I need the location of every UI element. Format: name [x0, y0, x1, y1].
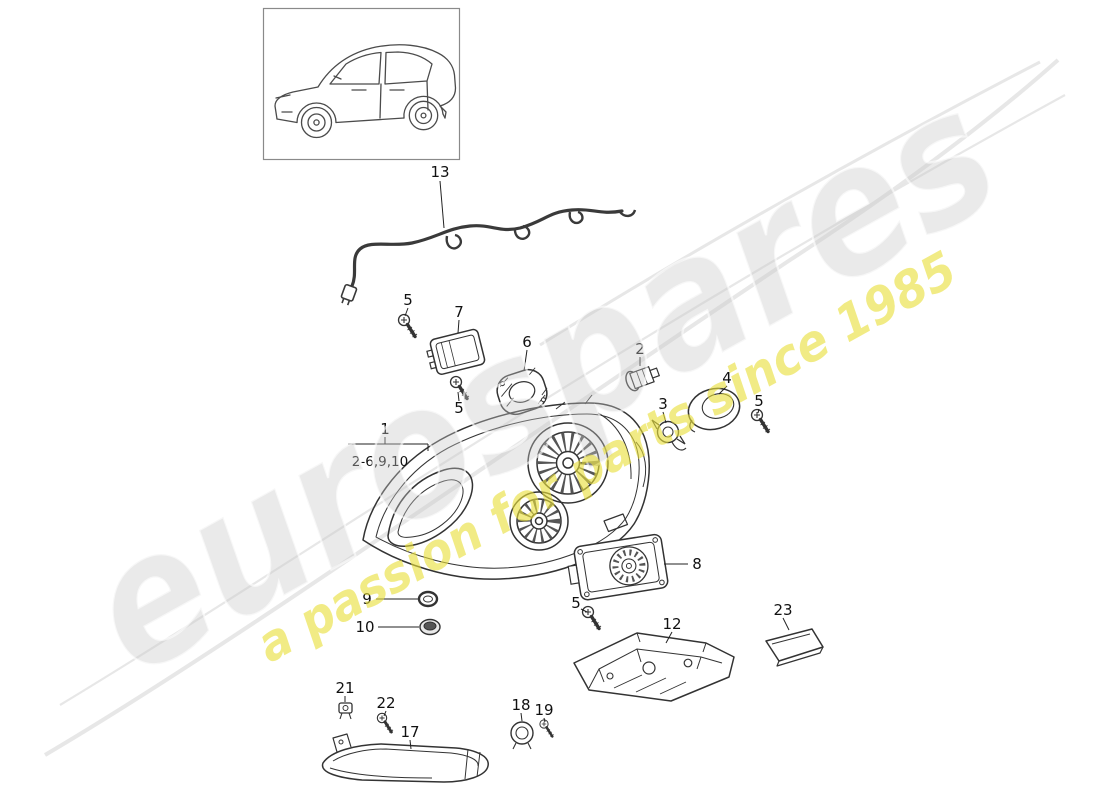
drl-strip-17	[321, 733, 489, 783]
callout-5d[interactable]: 5	[571, 594, 581, 612]
callout-17[interactable]: 17	[400, 723, 419, 741]
watermark-brand: eurospares	[54, 48, 1030, 716]
projector-lens-small	[509, 491, 569, 551]
bulb-socket-3	[651, 419, 687, 451]
callout-5b[interactable]: 5	[454, 399, 464, 417]
callout-9[interactable]: 9	[362, 590, 372, 608]
callout-2[interactable]: 2	[635, 340, 645, 358]
bulb-2	[625, 365, 661, 392]
callout-19[interactable]: 19	[534, 701, 553, 719]
callout-1-includes: 2-6,9,10	[352, 454, 408, 470]
callout-6[interactable]: 6	[522, 333, 532, 351]
car-illustration	[274, 44, 457, 139]
watermark-swooshes	[43, 58, 1066, 757]
swoosh-curve	[59, 94, 1066, 706]
cap-4	[687, 387, 741, 433]
cover-plate-6	[496, 367, 548, 416]
callout-4[interactable]: 4	[722, 369, 732, 387]
callout-3[interactable]: 3	[658, 395, 668, 413]
car-inset	[262, 7, 461, 161]
screw-22	[375, 711, 395, 734]
wiring-harness-13	[340, 208, 637, 306]
grommet-10	[419, 618, 441, 636]
callout-13[interactable]: 13	[430, 163, 449, 181]
sensor-18	[510, 721, 534, 750]
callout-21[interactable]: 21	[335, 679, 354, 697]
screw-19	[538, 718, 556, 739]
callout-5c[interactable]: 5	[754, 392, 764, 410]
callout-10[interactable]: 10	[355, 618, 374, 636]
callout-22[interactable]: 22	[376, 694, 395, 712]
callout-7[interactable]: 7	[454, 303, 464, 321]
led-module-8	[567, 533, 669, 601]
ring-9	[417, 590, 439, 608]
callout-1[interactable]: 1	[380, 420, 390, 438]
callout-18[interactable]: 18	[511, 696, 530, 714]
callout-5a[interactable]: 5	[403, 291, 413, 309]
watermark: eurospares a passion for parts since 198…	[53, 47, 1031, 717]
clip-21	[338, 702, 353, 720]
screw-5d	[580, 604, 603, 631]
callout-8[interactable]: 8	[692, 555, 702, 573]
swoosh-curve	[43, 58, 1060, 757]
headlight-assembly-1	[362, 394, 650, 580]
callout-12[interactable]: 12	[662, 615, 681, 633]
swoosh-curve	[539, 60, 1041, 347]
screw-5c	[749, 407, 772, 434]
callout-labels: 13 5 7 6 2 4 3 5 5 1 2-6,9,10 8 5 9 10 1…	[335, 163, 792, 741]
control-unit-7	[426, 328, 486, 375]
bracket-12	[573, 632, 735, 702]
harness-connector	[340, 283, 358, 306]
reflector-bowl	[387, 467, 474, 548]
leader-lines	[344, 180, 790, 750]
side-marker-23	[765, 628, 824, 667]
callout-23[interactable]: 23	[773, 601, 792, 619]
projector-lens-large	[527, 422, 609, 504]
